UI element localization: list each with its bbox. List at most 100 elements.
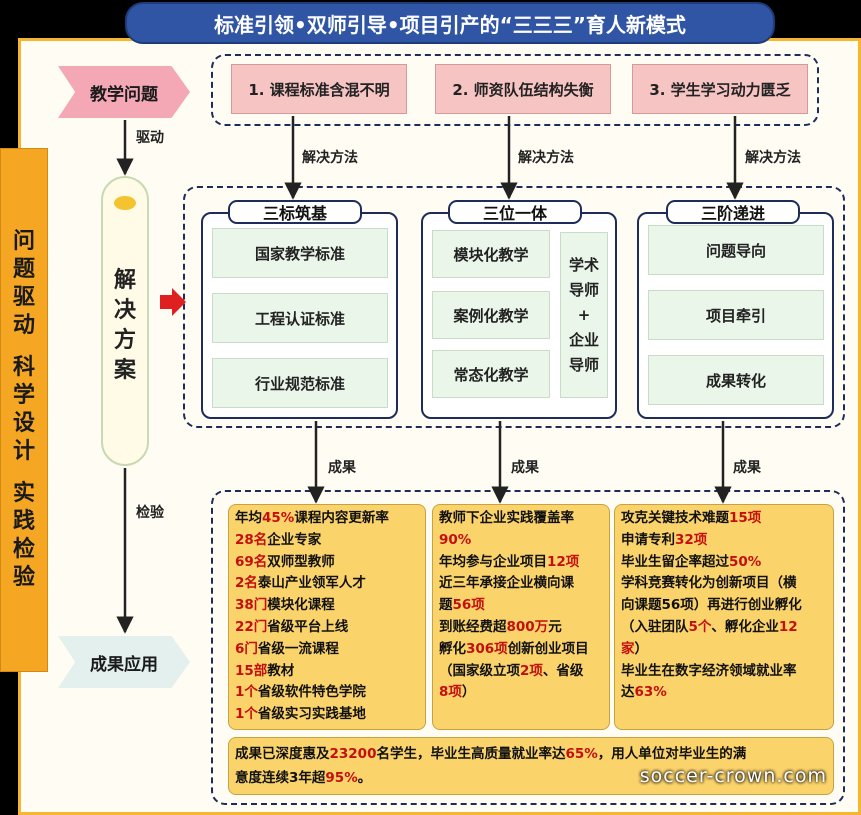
result-text: 达 — [621, 684, 635, 701]
result-text: 课程内容更新率 — [294, 510, 389, 526]
result-text: 双师型教师 — [267, 553, 335, 570]
highlight-value: 15项 — [729, 510, 762, 526]
result-text: 模块化课程 — [267, 597, 335, 614]
problem-1: 1. 课程标准含混不明 — [231, 64, 407, 114]
highlight-value: 2项 — [520, 662, 543, 679]
result-text: 创新创业项目 — [507, 640, 589, 657]
result-line: 90% — [439, 530, 603, 552]
result-text: 。 — [357, 770, 372, 786]
result-text: 泰山产业领军人才 — [257, 575, 366, 592]
result-line: 15部教材 — [235, 661, 419, 683]
stage-item: 项目牵引 — [648, 290, 824, 340]
highlight-value: 65% — [565, 746, 598, 762]
solution-char: 案 — [113, 358, 136, 383]
result-text: 省级一流课程 — [257, 640, 339, 657]
result-line: 题56项 — [439, 595, 603, 617]
drive-label: 驱动 — [136, 130, 164, 146]
result-text: 孵化 — [439, 640, 466, 657]
result-line: 1个省级软件特色学院 — [235, 682, 419, 704]
result-text: 题 — [439, 597, 453, 614]
result-text: 、省级 — [542, 662, 584, 679]
highlight-value: 1个 — [235, 706, 258, 723]
result-label-2: 成果 — [511, 460, 539, 476]
application-tag: 成果应用 — [58, 636, 190, 688]
result-text: 学科竞赛转化为创新项目（横 — [621, 575, 797, 592]
result-line: 教师下企业实践覆盖率 — [439, 508, 603, 530]
highlight-value: 63% — [634, 684, 667, 701]
result-text: 教师下企业实践覆盖率 — [439, 510, 574, 526]
result-text: 攻克关键技术难题 — [621, 510, 729, 526]
highlight-value: 69名 — [235, 553, 268, 570]
highlight-value: 15部 — [235, 662, 268, 679]
teaching-item: 模块化教学 — [432, 230, 550, 278]
side-char: 问 — [12, 229, 35, 254]
side-char: 检 — [12, 537, 35, 562]
highlight-value: 50% — [729, 553, 762, 570]
results-box — [211, 490, 845, 805]
solution-capsule: 解决方案 — [101, 176, 149, 466]
result-line: 年均45%课程内容更新率 — [235, 508, 419, 530]
panel-stages-title: 三阶递进 — [666, 200, 800, 224]
panel-standards-title: 三标筑基 — [228, 200, 362, 224]
result-text: 、孵化企业 — [711, 618, 779, 635]
capsule-dot — [114, 196, 136, 210]
teaching-item: 案例化教学 — [432, 291, 550, 339]
result-label-1: 成果 — [328, 460, 356, 476]
result-line: （国家级立项2项、省级 — [439, 661, 603, 683]
highlight-value: 800万 — [506, 618, 549, 635]
result-line: 毕业生在数字经济领域就业率 — [621, 661, 827, 683]
solution-char: 决 — [113, 298, 136, 323]
standard-item: 国家教学标准 — [212, 228, 388, 278]
page-title: 标准引领•双师引导•项目引产的“三三三”育人新模式 — [125, 2, 775, 44]
result-line: 意度连续3年超95%。 — [235, 766, 827, 790]
highlight-value: 5个 — [688, 618, 712, 635]
result-text: 省级平台上线 — [267, 618, 349, 635]
result-line: 28名企业专家 — [235, 530, 419, 552]
watermark: soccer-crown.com — [639, 765, 827, 787]
side-char: 动 — [12, 313, 35, 338]
result-text: ，用人单位对毕业生的满 — [597, 746, 747, 762]
result-line: 8项） — [439, 682, 603, 704]
problem-3: 3. 学生学习动力匮乏 — [632, 64, 808, 114]
highlight-value: 23200 — [329, 746, 377, 762]
result-text: 毕业生在数字经济领域就业率 — [621, 662, 797, 679]
solution-label: 解决方案 — [103, 266, 147, 386]
result-text: 到账经费超 — [439, 618, 507, 635]
side-label: 问题驱动科学设计实践检验 — [0, 148, 48, 672]
mentor-text: 导师 — [568, 280, 599, 299]
highlight-value: 12 — [778, 618, 798, 635]
result-text: 向课题56项）再进行创业孵化 — [621, 597, 802, 614]
result-text: （入驻团队 — [621, 618, 689, 635]
result-line: 22门省级平台上线 — [235, 617, 419, 639]
result-line: 近三年承接企业横向课 — [439, 573, 603, 595]
result-line: 1个省级实习实践基地 — [235, 704, 419, 726]
solution-char: 方 — [113, 328, 136, 353]
standard-item: 行业规范标准 — [212, 358, 388, 408]
summary-card: 成果已深度惠及23200名学生，毕业生高质量就业率达65%，用人单位对毕业生的满… — [228, 737, 834, 795]
result-line: 69名双师型教师 — [235, 552, 419, 574]
mentor-text: 导师 — [568, 355, 599, 374]
highlight-value: 1个 — [235, 684, 258, 701]
result-text: 年均 — [235, 510, 262, 526]
mentor-text: + — [577, 305, 591, 324]
highlight-value: 6门 — [235, 640, 258, 657]
standard-item: 工程认证标准 — [212, 293, 388, 343]
highlight-value: 56项 — [452, 597, 485, 614]
result-line: 达63% — [621, 682, 827, 704]
highlight-value: 306项 — [466, 640, 508, 657]
result-text: 成果已深度惠及 — [235, 746, 330, 762]
result-text: 省级实习实践基地 — [257, 706, 366, 723]
side-char: 验 — [12, 565, 35, 590]
result-line: 攻克关键技术难题15项 — [621, 508, 827, 530]
result-text: 省级软件特色学院 — [257, 684, 366, 701]
result-text: 年均参与企业项目 — [439, 553, 547, 570]
highlight-value: 8项 — [439, 684, 462, 701]
method-label-3: 解决方法 — [745, 150, 801, 166]
result-line: 2名泰山产业领军人才 — [235, 573, 419, 595]
result-text: 企业专家 — [267, 531, 322, 548]
highlight-value: 32项 — [675, 531, 708, 548]
result-text: （国家级立项 — [439, 662, 520, 679]
result-text: 毕业生留企率超过 — [621, 553, 729, 570]
